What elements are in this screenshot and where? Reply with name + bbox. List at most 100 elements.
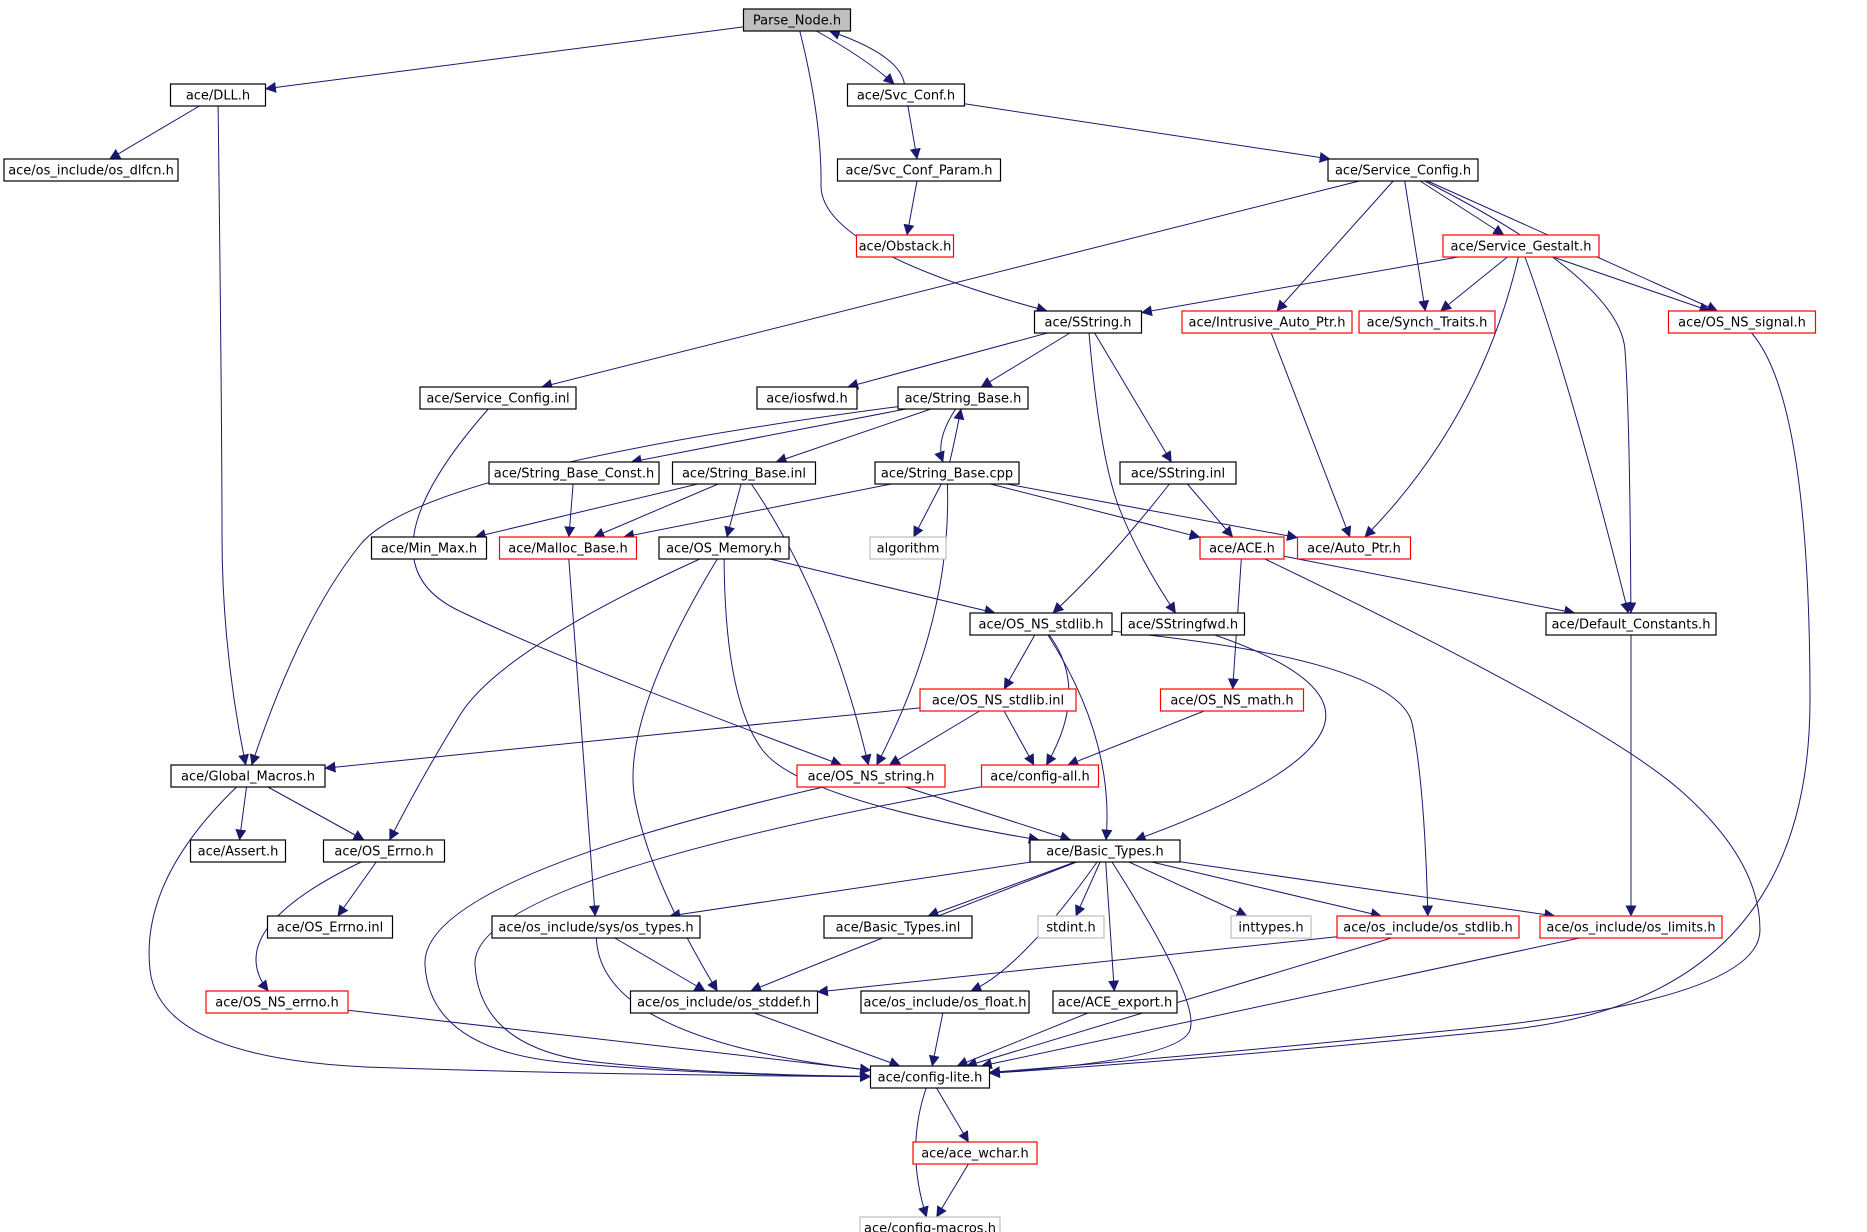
node-config-all[interactable]: ace/config-all.h [980, 764, 1100, 788]
edge-service_gestalt-to-default_constants [1524, 256, 1632, 614]
edge-os_errno-to-os_errno_inl [337, 861, 377, 917]
edge-ace_wchar-to-config_macros [936, 1163, 969, 1218]
node-box [1029, 839, 1181, 863]
edge-global_macros-to-os_errno [267, 786, 365, 841]
node-os-stddef[interactable]: ace/os_include/os_stddef.h [629, 990, 819, 1014]
node-label: ace/OS_Memory.h [666, 542, 782, 557]
node-label: ace/OS_NS_signal.h [1678, 316, 1806, 331]
node-os-dlfcn[interactable]: ace/os_include/os_dlfcn.h [3, 158, 179, 182]
node-service-gestalt[interactable]: ace/Service_Gestalt.h [1442, 234, 1600, 258]
edge-os_ns_stdlib-to-os_stdlib [1111, 630, 1434, 917]
node-box [370, 536, 488, 560]
node-synch-traits[interactable]: ace/Synch_Traits.h [1358, 310, 1496, 334]
edge-parse_node-to-sstring [799, 30, 1048, 314]
node-ace-wchar[interactable]: ace/ace_wchar.h [912, 1141, 1038, 1165]
node-sstringfwd[interactable]: ace/SStringfwd.h [1120, 612, 1246, 636]
node-os-ns-math[interactable]: ace/OS_NS_math.h [1159, 688, 1305, 712]
edge-global_macros-to-config_lite [148, 786, 872, 1083]
node-os-ns-signal[interactable]: ace/OS_NS_signal.h [1667, 310, 1817, 334]
node-auto-ptr[interactable]: ace/Auto_Ptr.h [1296, 536, 1412, 560]
node-label: ace/OS_Errno.inl [277, 921, 383, 936]
node-svc-conf-param[interactable]: ace/Svc_Conf_Param.h [836, 158, 1002, 182]
node-label: ace/OS_NS_stdlib.inl [932, 694, 1064, 709]
node-config-lite[interactable]: ace/config-lite.h [869, 1065, 991, 1089]
node-service-config-inl[interactable]: ace/Service_Config.inl [419, 386, 577, 410]
node-string-base[interactable]: ace/String_Base.h [897, 386, 1029, 410]
node-os-errno[interactable]: ace/OS_Errno.h [322, 839, 446, 863]
node-label: ace/ace_wchar.h [921, 1147, 1029, 1162]
node-box [1199, 536, 1285, 560]
node-label: ace/Basic_Types.h [1046, 845, 1163, 860]
node-intrusive-auto-ptr[interactable]: ace/Intrusive_Auto_Ptr.h [1181, 310, 1353, 334]
node-global-macros[interactable]: ace/Global_Macros.h [170, 764, 326, 788]
node-label: ace/os_include/os_stdlib.h [1343, 921, 1512, 936]
node-stdint[interactable]: stdint.h [1037, 915, 1105, 939]
node-os-ns-stdlib[interactable]: ace/OS_NS_stdlib.h [969, 612, 1113, 636]
node-os-memory[interactable]: ace/OS_Memory.h [658, 536, 790, 560]
node-sstring-inl[interactable]: ace/SString.inl [1119, 461, 1237, 485]
node-os-ns-errno[interactable]: ace/OS_NS_errno.h [205, 990, 349, 1014]
node-string-base-const[interactable]: ace/String_Base_Const.h [488, 461, 660, 485]
edge-os_ns_string-to-basic_types [905, 786, 1072, 843]
node-label: ace/Synch_Traits.h [1367, 316, 1488, 331]
node-box [1358, 310, 1496, 334]
edge-os_stdlib-to-config_lite [965, 937, 1392, 1069]
node-label: ace/config-macros.h [864, 1222, 996, 1232]
node-sstring[interactable]: ace/SString.h [1033, 310, 1143, 334]
node-box [1327, 158, 1479, 182]
node-box [1119, 461, 1237, 485]
node-default-constants[interactable]: ace/Default_Constants.h [1545, 612, 1717, 636]
node-dll[interactable]: ace/DLL.h [169, 83, 267, 107]
node-label: ace/Auto_Ptr.h [1307, 542, 1401, 557]
node-box [1052, 990, 1178, 1014]
node-min-max[interactable]: ace/Min_Max.h [370, 536, 488, 560]
node-sys-os-types[interactable]: ace/os_include/sys/os_types.h [491, 915, 701, 939]
node-ace-export[interactable]: ace/ACE_export.h [1052, 990, 1178, 1014]
node-box [1442, 234, 1600, 258]
node-box [1037, 915, 1105, 939]
node-iosfwd[interactable]: ace/iosfwd.h [756, 386, 858, 410]
node-os-float[interactable]: ace/os_include/os_float.h [860, 990, 1030, 1014]
edge-basic_types-to-sys_os_types [669, 861, 1032, 920]
node-assert[interactable]: ace/Assert.h [189, 839, 287, 863]
node-algorithm[interactable]: algorithm [869, 536, 947, 560]
node-label: ace/Service_Config.h [1335, 164, 1471, 179]
edge-string_base-to-string_base_inl [775, 408, 932, 464]
node-os-stdlib[interactable]: ace/os_include/os_stdlib.h [1336, 915, 1520, 939]
node-label: ace/OS_NS_math.h [1170, 694, 1293, 709]
node-obstack[interactable]: ace/Obstack.h [855, 234, 955, 258]
node-config-macros[interactable]: ace/config-macros.h [859, 1216, 1001, 1232]
edge-os_ns_math-to-config_all [1067, 710, 1205, 767]
node-os-limits[interactable]: ace/os_include/os_limits.h [1539, 915, 1723, 939]
edge-global_macros-to-assert [235, 786, 247, 841]
node-string-base-inl[interactable]: ace/String_Base.inl [671, 461, 817, 485]
edge-string_base_cpp-to-string_base [949, 408, 965, 463]
node-box [756, 386, 858, 410]
node-basic-types-inl[interactable]: ace/Basic_Types.inl [823, 915, 973, 939]
node-ace-h[interactable]: ace/ACE.h [1199, 536, 1285, 560]
edge-sstring-to-iosfwd [847, 332, 1048, 390]
node-parse-node[interactable]: Parse_Node.h [742, 8, 852, 32]
node-svc-conf[interactable]: ace/Svc_Conf.h [846, 83, 966, 107]
node-string-base-cpp[interactable]: ace/String_Base.cpp [874, 461, 1020, 485]
node-box [742, 8, 852, 32]
edge-basic_types-to-stdint [1075, 861, 1101, 917]
node-malloc-base[interactable]: ace/Malloc_Base.h [498, 536, 638, 560]
edge-os_memory-to-basic_types [723, 558, 1040, 844]
node-label: ace/ACE.h [1209, 542, 1275, 557]
node-box [869, 536, 947, 560]
node-basic-types[interactable]: ace/Basic_Types.h [1029, 839, 1181, 863]
edge-intrusive_auto_ptr-to-auto_ptr [1270, 332, 1352, 538]
node-label: ace/String_Base_Const.h [494, 467, 654, 482]
node-service-config[interactable]: ace/Service_Config.h [1327, 158, 1479, 182]
edge-sstring-to-sstring_inl [1094, 332, 1172, 463]
node-os-ns-stdlib-inl[interactable]: ace/OS_NS_stdlib.inl [919, 688, 1077, 712]
node-box [1545, 612, 1717, 636]
node-box [897, 386, 1029, 410]
node-inttypes[interactable]: inttypes.h [1230, 915, 1312, 939]
node-box [874, 461, 1020, 485]
node-os-errno-inl[interactable]: ace/OS_Errno.inl [266, 915, 394, 939]
node-box [419, 386, 577, 410]
node-os-ns-string[interactable]: ace/OS_NS_string.h [796, 764, 946, 788]
